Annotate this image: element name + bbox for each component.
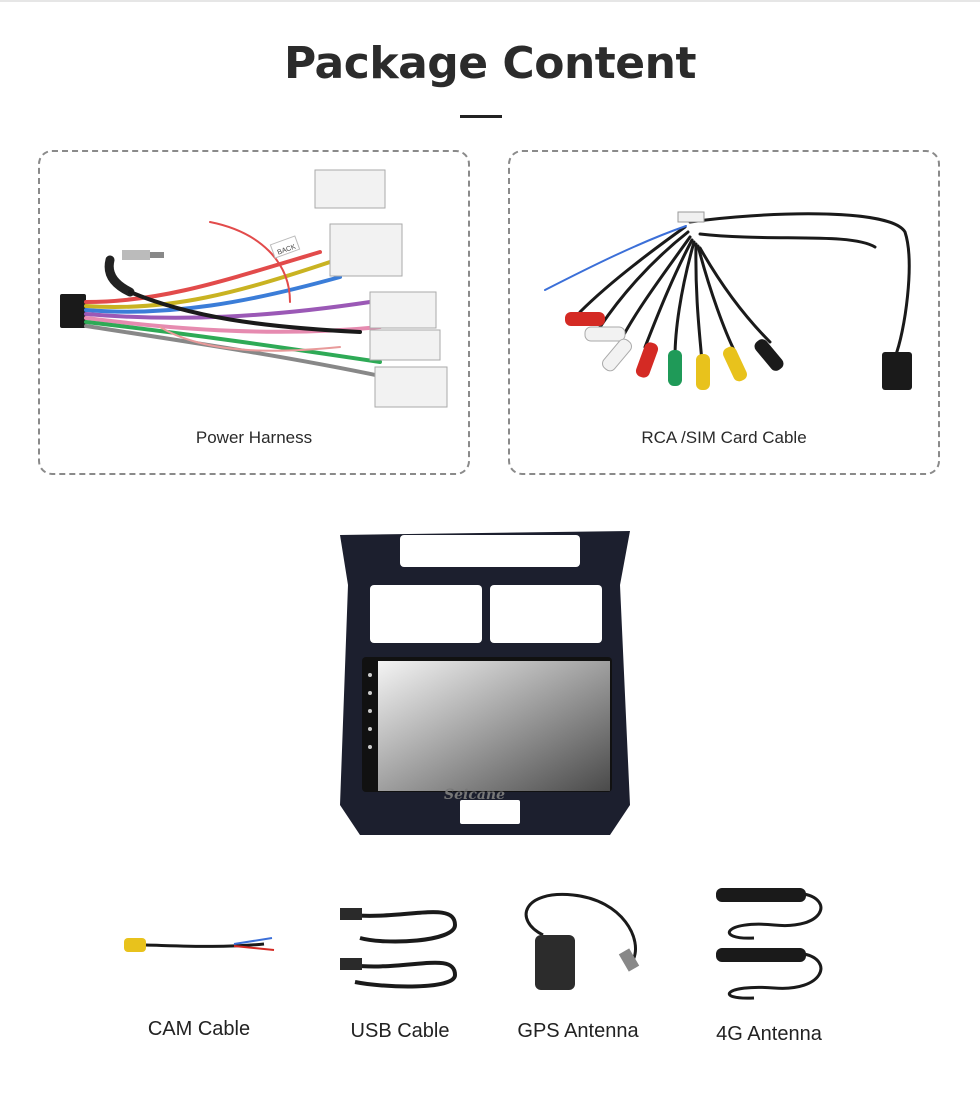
head-unit-image: Seicane xyxy=(340,531,630,835)
rca-sim-card-label: RCA /SIM Card Cable xyxy=(641,428,807,447)
head-unit: Seicane xyxy=(330,525,640,845)
usb-cable-item: USB Cable xyxy=(315,880,485,1060)
title-underline xyxy=(460,115,502,118)
gps-antenna-item: GPS Antenna xyxy=(493,880,663,1060)
gps-antenna-image xyxy=(524,892,640,990)
cam-cable-image xyxy=(124,937,275,952)
4g-antenna-image xyxy=(716,888,823,1000)
power-harness-card: BACK Power Harness xyxy=(38,150,470,475)
rca-sim-card: RCA /SIM Card Cable xyxy=(508,150,940,475)
rca-sim-cable-image xyxy=(544,211,912,390)
usb-cable-image xyxy=(340,908,458,989)
usb-cable-label: USB Cable xyxy=(350,1020,450,1042)
gps-antenna-label: GPS Antenna xyxy=(517,1020,639,1042)
power-harness-label: Power Harness xyxy=(195,428,313,447)
cam-cable-item: CAM Cable xyxy=(114,880,284,1060)
top-divider xyxy=(0,0,980,2)
brand-logo: Seicane xyxy=(444,787,505,803)
power-harness-image: BACK xyxy=(60,169,448,408)
cam-cable-label: CAM Cable xyxy=(147,1018,251,1040)
4g-antenna-item: 4G Antenna xyxy=(684,880,854,1060)
4g-antenna-label: 4G Antenna xyxy=(716,1023,822,1045)
page-title: Package Content xyxy=(283,38,697,89)
